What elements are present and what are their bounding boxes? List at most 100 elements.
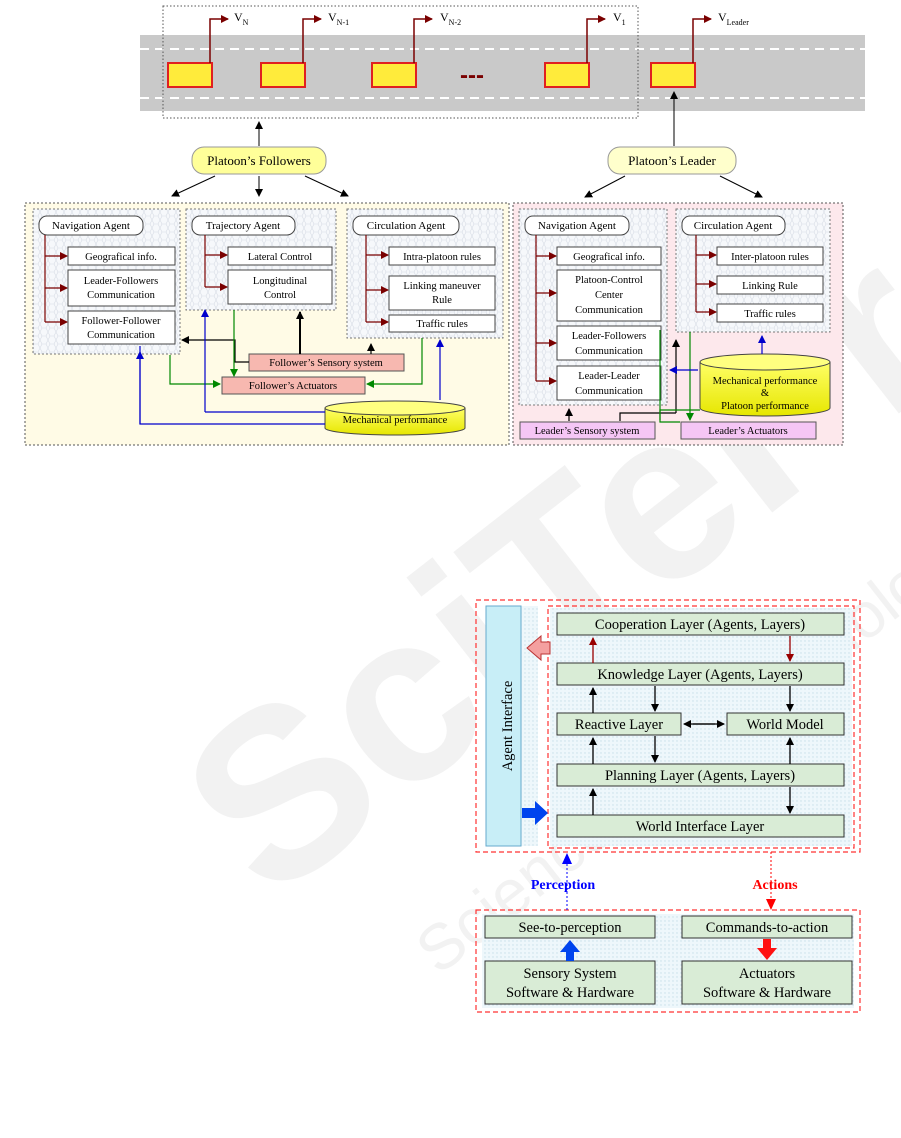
svg-text:Platoon’s Leader: Platoon’s Leader xyxy=(628,153,716,168)
commands-to-action: Commands-to-action xyxy=(681,915,853,939)
svg-text:Linking Rule: Linking Rule xyxy=(742,281,798,292)
svg-text:Cooperation Layer (Agents, Lay: Cooperation Layer (Agents, Layers) xyxy=(595,617,805,633)
svg-text:Leader-Followers: Leader-Followers xyxy=(572,331,646,342)
svg-text:Platoon-Control: Platoon-Control xyxy=(575,275,643,286)
svg-text:Trajectory Agent: Trajectory Agent xyxy=(206,220,280,232)
actuators: Actuators Software & Hardware xyxy=(681,960,853,1005)
svg-text:Navigation Agent: Navigation Agent xyxy=(538,220,616,232)
follower-actuators: Follower’s Actuators xyxy=(221,376,366,395)
svg-text:Rule: Rule xyxy=(432,295,452,306)
followers-panel: Navigation Agent Geografical info. Leade… xyxy=(24,202,510,446)
svg-text:Follower’s Sensory system: Follower’s Sensory system xyxy=(269,358,383,369)
leader-navigation-agent: Navigation Agent Geografical info. Plato… xyxy=(518,208,668,406)
svg-text:Communication: Communication xyxy=(575,305,643,316)
svg-text:Leader’s Actuators: Leader’s Actuators xyxy=(708,426,787,437)
svg-text:Lateral Control: Lateral Control xyxy=(248,252,313,263)
see-to-perception: See-to-perception xyxy=(484,915,656,939)
svg-text:Geografical info.: Geografical info. xyxy=(85,252,157,263)
svg-text:Circulation Agent: Circulation Agent xyxy=(367,220,446,232)
velocity-labels: VN VN-1 VN-2 V1 VLeader xyxy=(234,10,749,27)
agent-interface: Agent Interface xyxy=(485,605,522,847)
svg-text:Intra-platoon rules: Intra-platoon rules xyxy=(403,252,481,263)
svg-text:World Interface Layer: World Interface Layer xyxy=(636,819,765,835)
svg-text:Platoon’s Followers: Platoon’s Followers xyxy=(207,153,311,168)
svg-text:Longitudinal: Longitudinal xyxy=(253,276,307,287)
svg-text:Leader-Leader: Leader-Leader xyxy=(578,371,640,382)
follower-sensory-system: Follower’s Sensory system xyxy=(248,353,405,372)
world-model: World Model xyxy=(726,712,845,736)
svg-text:Platoon performance: Platoon performance xyxy=(721,401,809,412)
svg-text:See-to-perception: See-to-perception xyxy=(518,920,622,936)
svg-text:Communication: Communication xyxy=(575,386,643,397)
svg-text:Center: Center xyxy=(595,290,623,301)
svg-text:Traffic rules: Traffic rules xyxy=(416,319,468,330)
platoon-diagram: --- VN VN-1 VN-2 V1 VLeader Platoon’s Fo… xyxy=(24,5,865,446)
vehicle-n xyxy=(167,62,213,88)
leader-sensory-system: Leader’s Sensory system xyxy=(519,421,656,440)
svg-text:Actuators: Actuators xyxy=(739,966,796,982)
svg-text:Reactive Layer: Reactive Layer xyxy=(575,717,663,733)
sensory-system: Sensory System Software & Hardware xyxy=(484,960,656,1005)
svg-text:Geografical info.: Geografical info. xyxy=(573,252,645,263)
svg-text:VN: VN xyxy=(234,10,249,27)
svg-text:Inter-platoon rules: Inter-platoon rules xyxy=(731,252,809,263)
svg-text:Follower’s Actuators: Follower’s Actuators xyxy=(249,381,337,392)
velocity-arrows xyxy=(209,15,712,63)
vehicles-ellipsis: --- xyxy=(460,62,484,89)
follower-mechanical-performance: Mechanical performance xyxy=(324,400,466,436)
actions-label: Actions xyxy=(752,878,798,893)
leader-mechanical-performance: Mechanical performance & Platoon perform… xyxy=(699,353,831,417)
svg-text:Communication: Communication xyxy=(575,346,643,357)
planning-layer: Planning Layer (Agents, Layers) xyxy=(556,763,845,787)
road xyxy=(140,5,865,119)
svg-text:Software & Hardware: Software & Hardware xyxy=(703,985,831,1001)
vehicle-leader xyxy=(650,62,696,88)
svg-text:VN-2: VN-2 xyxy=(440,10,461,27)
vehicle-n-2 xyxy=(371,62,417,88)
actions-path: Actions xyxy=(752,852,798,910)
svg-text:Linking maneuver: Linking maneuver xyxy=(403,281,481,292)
knowledge-layer: Knowledge Layer (Agents, Layers) xyxy=(556,662,845,686)
svg-text:Control: Control xyxy=(264,290,296,301)
svg-text:Agent Interface: Agent Interface xyxy=(500,681,516,772)
svg-text:Traffic rules: Traffic rules xyxy=(744,309,796,320)
follower-circulation-agent: Circulation Agent Intra-platoon rules Li… xyxy=(346,208,504,339)
follower-trajectory-agent: Trajectory Agent Lateral Control Longitu… xyxy=(185,208,337,311)
svg-text:VLeader: VLeader xyxy=(718,10,749,27)
perception-label: Perception xyxy=(531,878,595,893)
svg-text:Leader’s Sensory system: Leader’s Sensory system xyxy=(535,426,640,437)
svg-text:V1: V1 xyxy=(613,10,626,27)
leader-title: Platoon’s Leader xyxy=(607,146,737,175)
svg-text:Circulation Agent: Circulation Agent xyxy=(694,220,773,232)
svg-text:World Model: World Model xyxy=(746,717,823,733)
followers-title: Platoon’s Followers xyxy=(191,146,327,175)
svg-text:Communication: Communication xyxy=(87,290,155,301)
svg-text:Mechanical performance: Mechanical performance xyxy=(713,376,818,387)
vehicle-n-1 xyxy=(260,62,306,88)
svg-text:Software & Hardware: Software & Hardware xyxy=(506,985,634,1001)
leader-actuators: Leader’s Actuators xyxy=(680,421,817,440)
svg-text:Planning Layer (Agents, Layers: Planning Layer (Agents, Layers) xyxy=(605,768,795,784)
perception-path: Perception xyxy=(531,853,595,910)
svg-text:Mechanical performance: Mechanical performance xyxy=(343,415,448,426)
cooperation-layer: Cooperation Layer (Agents, Layers) xyxy=(556,612,845,636)
svg-text:Communication: Communication xyxy=(87,330,155,341)
svg-text:VN-1: VN-1 xyxy=(328,10,349,27)
svg-text:Sensory System: Sensory System xyxy=(523,966,617,982)
svg-text:Commands-to-action: Commands-to-action xyxy=(706,920,829,936)
svg-text:Follower-Follower: Follower-Follower xyxy=(81,316,161,327)
svg-text:Leader-Followers: Leader-Followers xyxy=(84,276,158,287)
followers-group-outline xyxy=(162,5,639,119)
svg-text:Navigation Agent: Navigation Agent xyxy=(52,220,130,232)
follower-navigation-agent: Navigation Agent Geografical info. Leade… xyxy=(32,208,181,355)
architecture-diagram: Agent Interface Cooperation Layer (Agent… xyxy=(475,599,861,1013)
reactive-layer: Reactive Layer xyxy=(556,712,682,736)
vehicle-1 xyxy=(544,62,590,88)
leader-panel: Navigation Agent Geografical info. Plato… xyxy=(512,202,844,446)
svg-text:&: & xyxy=(761,388,769,399)
svg-text:Knowledge Layer (Agents, Layer: Knowledge Layer (Agents, Layers) xyxy=(597,667,803,683)
world-interface-layer: World Interface Layer xyxy=(556,814,845,838)
vehicles: --- xyxy=(167,62,696,89)
leader-circulation-agent: Circulation Agent Inter-platoon rules Li… xyxy=(675,208,831,333)
